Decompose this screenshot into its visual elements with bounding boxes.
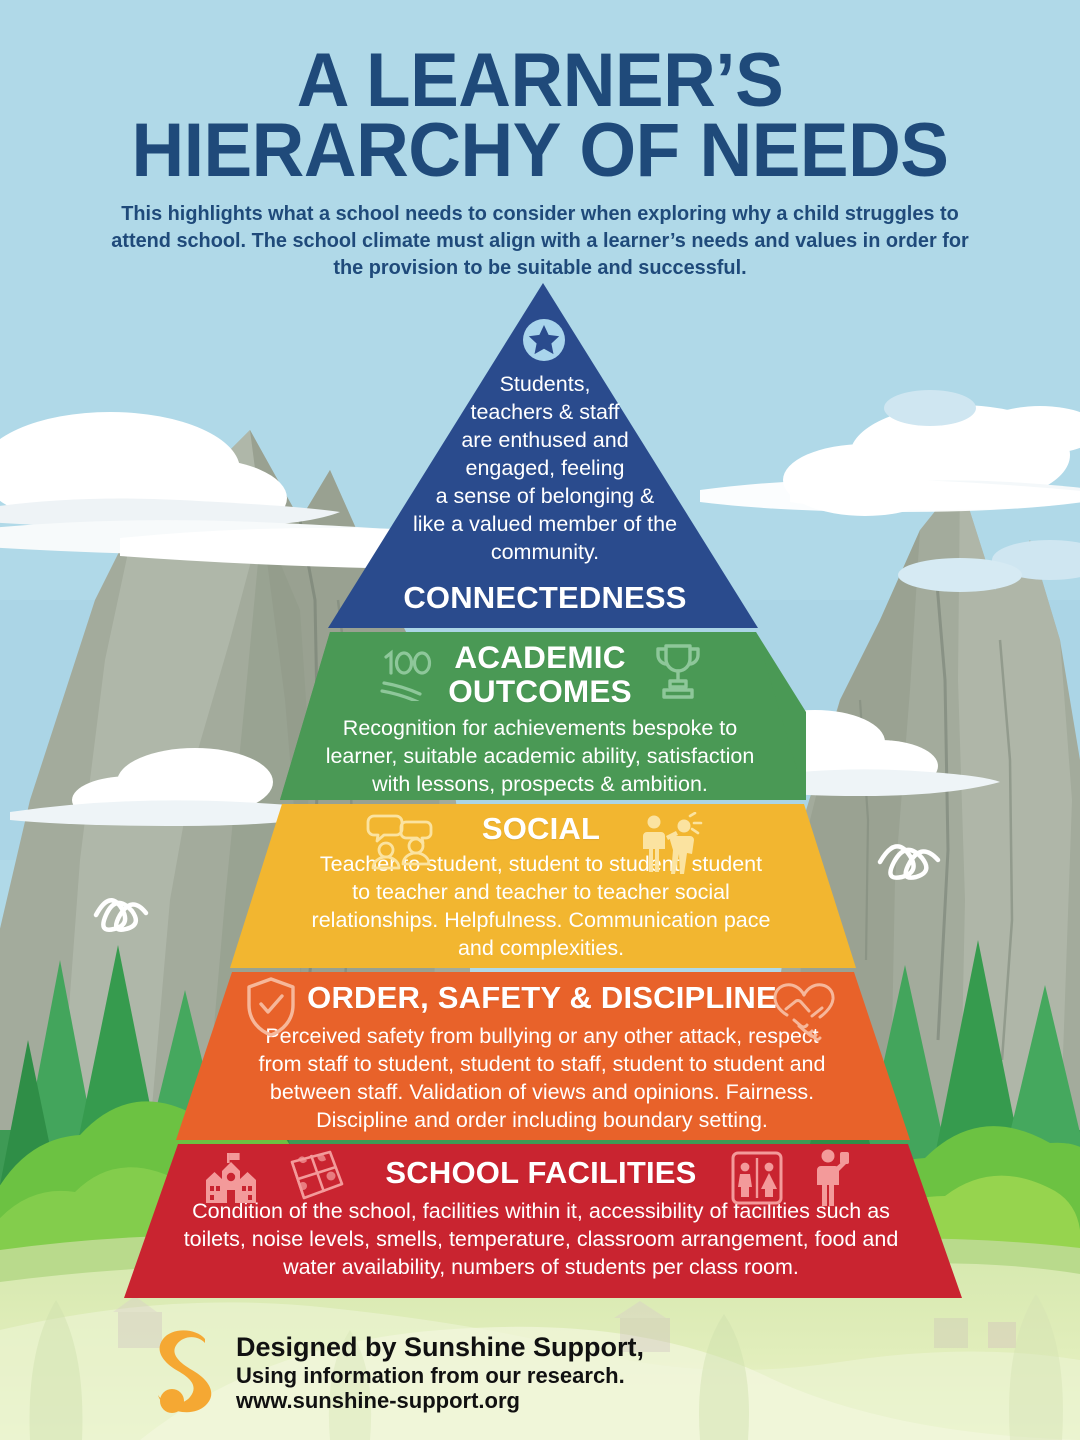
person-drinking-icon [817, 1149, 849, 1206]
footer-line-1: Designed by Sunshine Support, [236, 1332, 645, 1363]
tier-connectedness-body: Students, teachers & staff are enthused … [412, 372, 678, 564]
tier-shape-connectedness[interactable] [328, 283, 758, 628]
footer-line-2: Using information from our research. [236, 1362, 625, 1388]
shield-check-icon [247, 977, 295, 1037]
lunchbox-icon [290, 1150, 344, 1200]
tier-social-body: Teacher to student, student to student, … [311, 852, 771, 960]
school-building-icon [206, 1153, 256, 1203]
tier-school-facilities: SCHOOL FACILITIES Condition of the schoo… [128, 1155, 954, 1281]
tier-connectedness: Students, teachers & staff are enthused … [330, 371, 760, 616]
sunshine-s-logo [158, 1330, 212, 1413]
tier-connectedness-heading: CONNECTEDNESS [403, 579, 687, 615]
trophy-icon [656, 644, 700, 699]
restroom-sign-icon [731, 1151, 783, 1205]
tier-social-heading: SOCIAL [481, 811, 601, 846]
tier-shape-social[interactable] [230, 804, 856, 968]
tier-academic-outcomes-body: Recognition for achievements bespoke to … [325, 716, 755, 796]
cloud-left-upper [0, 412, 340, 538]
footer: Designed by Sunshine Support, Using info… [148, 1325, 644, 1421]
title-line-1: A LEARNER’S [296, 38, 784, 123]
tier-shape-academic-outcomes-trapezoid [280, 632, 806, 800]
meadow [0, 1263, 1080, 1440]
tier-social: SOCIAL Teacher to student, student to st… [232, 811, 850, 963]
squiggle-left [93, 898, 149, 932]
tier-academic-outcomes-heading: ACADEMIC OUTCOMES [448, 639, 632, 710]
tier-academic-outcomes: ACADEMIC OUTCOMES Recognition for achiev… [280, 640, 800, 799]
tier-school-facilities-body: Condition of the school, facilities with… [183, 1199, 899, 1280]
page-title: A LEARNER’S HIERARCHY OF NEEDS [22, 38, 1059, 193]
footer-website[interactable]: www.sunshine-support.org [236, 1388, 520, 1414]
hundred-points-icon [380, 649, 432, 701]
squiggle-doodles [93, 844, 941, 932]
handshake-heart-icon [773, 983, 835, 1041]
people-greeting-icon [643, 812, 703, 874]
footer-text-block: Designed by Sunshine Support, Using info… [236, 1332, 644, 1414]
header: A LEARNER’S HIERARCHY OF NEEDS This high… [0, 0, 1080, 281]
clouds [0, 390, 1080, 826]
squiggle-right [877, 844, 941, 880]
speech-bubbles-people-icon [366, 814, 433, 870]
tier-shape-order-safety-discipline[interactable] [176, 972, 910, 1140]
cloud-top-right [980, 406, 1080, 454]
tier-order-safety-discipline-body: Perceived safety from bullying or any ot… [258, 1024, 826, 1133]
page-subtitle: This highlights what a school needs to c… [111, 201, 969, 279]
star-badge-icon [523, 319, 565, 361]
foreground-trees [29, 1294, 1063, 1440]
tier-shape-school-facilities[interactable] [124, 1144, 962, 1298]
cloud-left-low [10, 748, 350, 826]
tier-school-facilities-heading: SCHOOL FACILITIES [385, 1155, 697, 1190]
tier-order-safety-discipline-heading: ORDER, SAFETY & DISCIPLINE [307, 980, 777, 1015]
distant-buildings [113, 1296, 1016, 1352]
title-line-2: HIERARCHY OF NEEDS [131, 107, 949, 193]
cloud-right-small [884, 390, 1080, 592]
tier-order-safety-discipline: ORDER, SAFETY & DISCIPLINE Perceived saf… [182, 980, 902, 1135]
